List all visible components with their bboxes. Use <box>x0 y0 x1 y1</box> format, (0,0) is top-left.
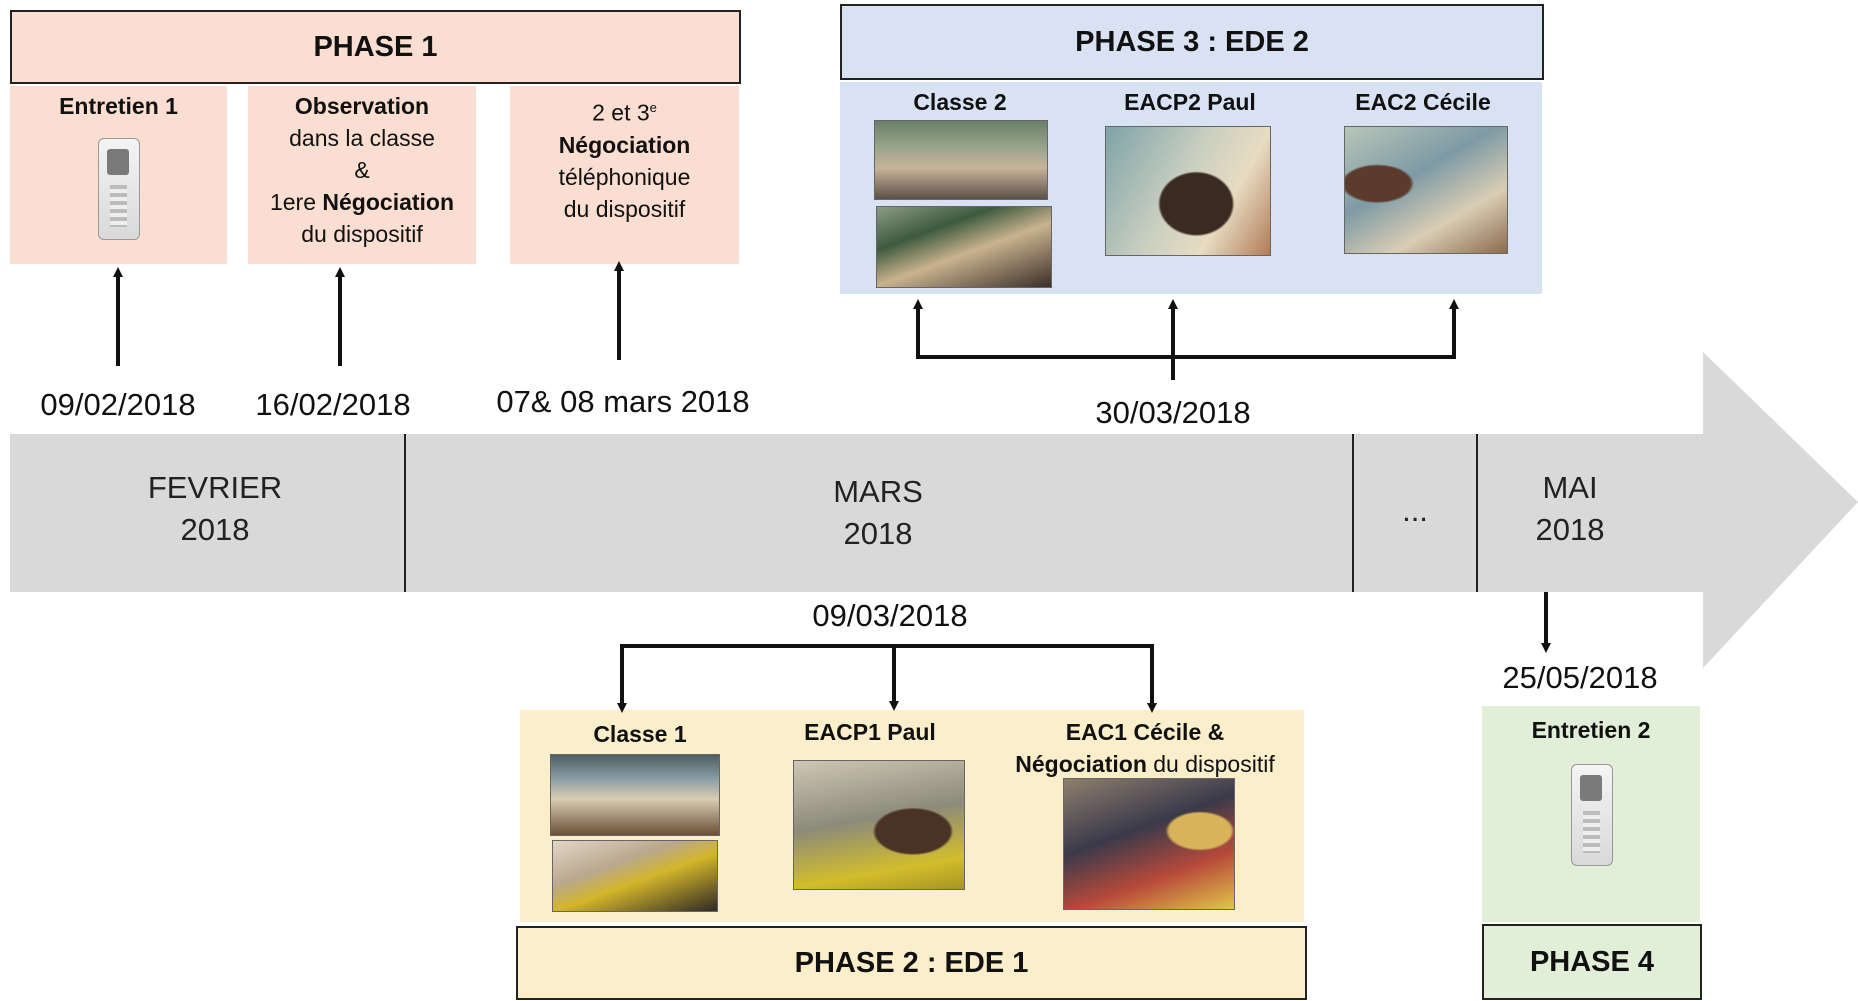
eacp1-label: EACP1 Paul <box>804 719 936 745</box>
entretien2-label: Entretien 2 <box>1531 717 1651 743</box>
classe2-label: Classe 2 <box>913 89 1007 115</box>
observation-line2: dans la classe <box>289 125 435 151</box>
classe2-photo-2 <box>876 206 1052 288</box>
negociation-line4: du dispositif <box>563 195 686 222</box>
phase1-entretien1-card: Entretien 1 <box>10 86 227 264</box>
date-observation: 16/02/2018 <box>255 387 411 422</box>
month-mars-year: 2018 <box>843 516 913 551</box>
month-mars: MARS 2018 <box>758 471 998 555</box>
month-ellipsis: ... <box>1402 493 1428 528</box>
date-phase2: 09/03/2018 <box>812 598 968 633</box>
eacp2-label: EACP2 Paul <box>1124 89 1256 115</box>
classe1-photo-2 <box>552 840 718 912</box>
observation-line4-pre: 1ere <box>269 189 323 215</box>
voice-recorder-icon <box>1571 764 1613 866</box>
phase4-title: PHASE 4 <box>1482 924 1702 1000</box>
phase1-title: PHASE 1 <box>10 10 741 84</box>
month-fevrier-label: FEVRIER <box>147 470 283 505</box>
phase3-title: PHASE 3 : EDE 2 <box>840 4 1544 80</box>
phase1-observation-card: Observation dans la classe & 1ere Négoci… <box>248 86 476 264</box>
eac1-photo <box>1063 778 1235 910</box>
month-mars-label: MARS <box>833 474 923 509</box>
negociation-line1: 2 et 3e <box>510 92 739 129</box>
voice-recorder-icon <box>98 138 140 240</box>
entretien1-label: Entretien 1 <box>59 93 178 119</box>
month-mai-label: MAI <box>1542 470 1598 505</box>
observation-line4-bold: Négociation <box>322 189 455 215</box>
eac2-photo <box>1344 126 1508 254</box>
eac1-label: EAC1 Cécile & Négociation du dispositif <box>990 716 1300 780</box>
month-mai: MAI 2018 <box>1450 467 1690 551</box>
date-phase3: 30/03/2018 <box>1095 395 1251 430</box>
month-fevrier-year: 2018 <box>180 512 250 547</box>
eac1-line2: Négociation du dispositif <box>990 748 1300 780</box>
phase2-title: PHASE 2 : EDE 1 <box>516 926 1307 1000</box>
eac1-line1: EAC1 Cécile & <box>1065 719 1225 745</box>
phase1-negociation-card: 2 et 3e Négociation téléphonique du disp… <box>510 86 739 264</box>
observation-label: Observation <box>294 93 430 119</box>
negociation-line2: Négociation <box>558 131 691 158</box>
eac1-line2-rest: du dispositif <box>1146 751 1275 777</box>
observation-line5: du dispositif <box>301 221 423 247</box>
negociation-sup: e <box>649 100 657 115</box>
negociation-line1-text: 2 et 3 <box>592 99 650 126</box>
classe2-photo-1 <box>874 120 1048 200</box>
eac2-label: EAC2 Cécile <box>1355 89 1491 115</box>
eac1-line2-bold: Négociation <box>1015 751 1147 777</box>
eacp1-photo <box>793 760 965 890</box>
negociation-line3: téléphonique <box>558 163 691 190</box>
date-phase4: 25/05/2018 <box>1502 660 1658 695</box>
date-negociation: 07& 08 mars 2018 <box>496 384 750 419</box>
classe1-label: Classe 1 <box>593 721 687 747</box>
eacp2-photo <box>1105 126 1271 256</box>
classe1-photo-1 <box>550 754 720 836</box>
observation-line4: 1ere Négociation <box>248 186 476 218</box>
observation-line3: & <box>354 157 370 183</box>
month-fevrier: FEVRIER 2018 <box>95 467 335 551</box>
date-entretien1: 09/02/2018 <box>40 387 196 422</box>
month-mai-year: 2018 <box>1535 512 1605 547</box>
